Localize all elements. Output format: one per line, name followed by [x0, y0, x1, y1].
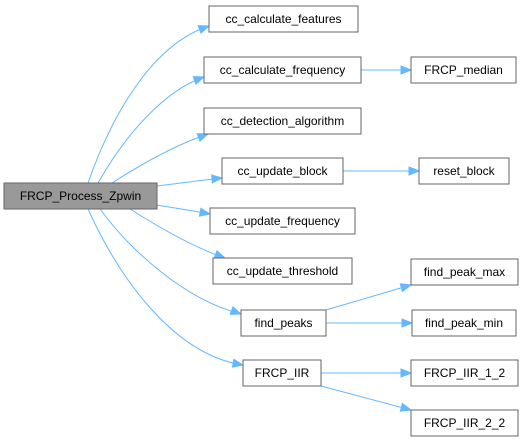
arrowhead-icon — [231, 358, 245, 368]
edge-frcp-iir-to-frcp-iir-2-2 — [320, 385, 412, 411]
node-label: FRCP_IIR — [255, 366, 310, 380]
node-find-peaks[interactable]: find_peaks — [240, 309, 327, 337]
arrowhead-icon — [408, 166, 421, 176]
node-label: FRCP_Process_Zpwin — [20, 189, 141, 203]
node-label: cc_calculate_features — [225, 12, 341, 26]
node-frcp-iir[interactable]: FRCP_IIR — [242, 359, 322, 387]
edge-find-peaks-to-find-peak-max — [325, 284, 412, 311]
arrowhead-icon — [213, 249, 227, 259]
node-cc-detection-algorithm[interactable]: cc_detection_algorithm — [203, 107, 362, 135]
node-label: cc_update_frequency — [225, 214, 340, 228]
arrowhead-icon — [211, 174, 224, 184]
edge-root-to-cc-detection-algorithm — [111, 133, 209, 184]
node-label: cc_update_threshold — [227, 264, 338, 278]
node-label: find_peak_max — [424, 265, 505, 279]
arrowhead-icon — [196, 133, 210, 143]
node-frcp-median[interactable]: FRCP_median — [410, 56, 517, 84]
node-reset-block[interactable]: reset_block — [418, 157, 510, 185]
node-find-peak-min[interactable]: find_peak_min — [411, 309, 517, 337]
edges — [87, 25, 421, 412]
edge-root-to-find-peaks — [99, 208, 242, 315]
arrowhead-icon — [198, 207, 212, 217]
node-label: find_peaks — [254, 316, 312, 330]
node-frcp-iir-2-2[interactable]: FRCP_IIR_2_2 — [410, 409, 519, 437]
edge-root-to-cc-calculate-frequency — [97, 76, 205, 184]
edge-root-to-frcp-iir — [87, 208, 244, 366]
node-label: cc_update_block — [237, 164, 328, 178]
arrowhead-icon — [399, 283, 413, 293]
arrowhead-icon — [229, 305, 243, 315]
node-label: find_peak_min — [425, 316, 503, 330]
arrowhead-icon — [400, 368, 413, 378]
node-cc-update-block[interactable]: cc_update_block — [221, 157, 344, 185]
arrowhead-icon — [399, 402, 413, 412]
node-label: cc_detection_algorithm — [221, 114, 344, 128]
node-cc-calculate-features[interactable]: cc_calculate_features — [208, 5, 359, 33]
edge-root-to-cc-calculate-features — [87, 25, 210, 184]
arrowhead-icon — [400, 65, 413, 75]
node-frcp-process-zpwin[interactable]: FRCP_Process_Zpwin — [3, 182, 158, 210]
node-label: cc_calculate_frequency — [220, 63, 345, 77]
node-label: FRCP_median — [424, 63, 503, 77]
node-cc-calculate-frequency[interactable]: cc_calculate_frequency — [203, 56, 362, 84]
node-find-peak-max[interactable]: find_peak_max — [410, 258, 519, 286]
node-cc-update-frequency[interactable]: cc_update_frequency — [209, 207, 356, 235]
node-label: FRCP_IIR_2_2 — [424, 416, 506, 430]
arrowhead-icon — [192, 76, 206, 86]
arrowhead-icon — [197, 25, 211, 35]
node-frcp-iir-1-2[interactable]: FRCP_IIR_1_2 — [410, 359, 519, 387]
node-cc-update-threshold[interactable]: cc_update_threshold — [212, 257, 353, 285]
arrowhead-icon — [401, 318, 414, 328]
node-label: FRCP_IIR_1_2 — [424, 366, 506, 380]
node-label: reset_block — [433, 164, 495, 178]
